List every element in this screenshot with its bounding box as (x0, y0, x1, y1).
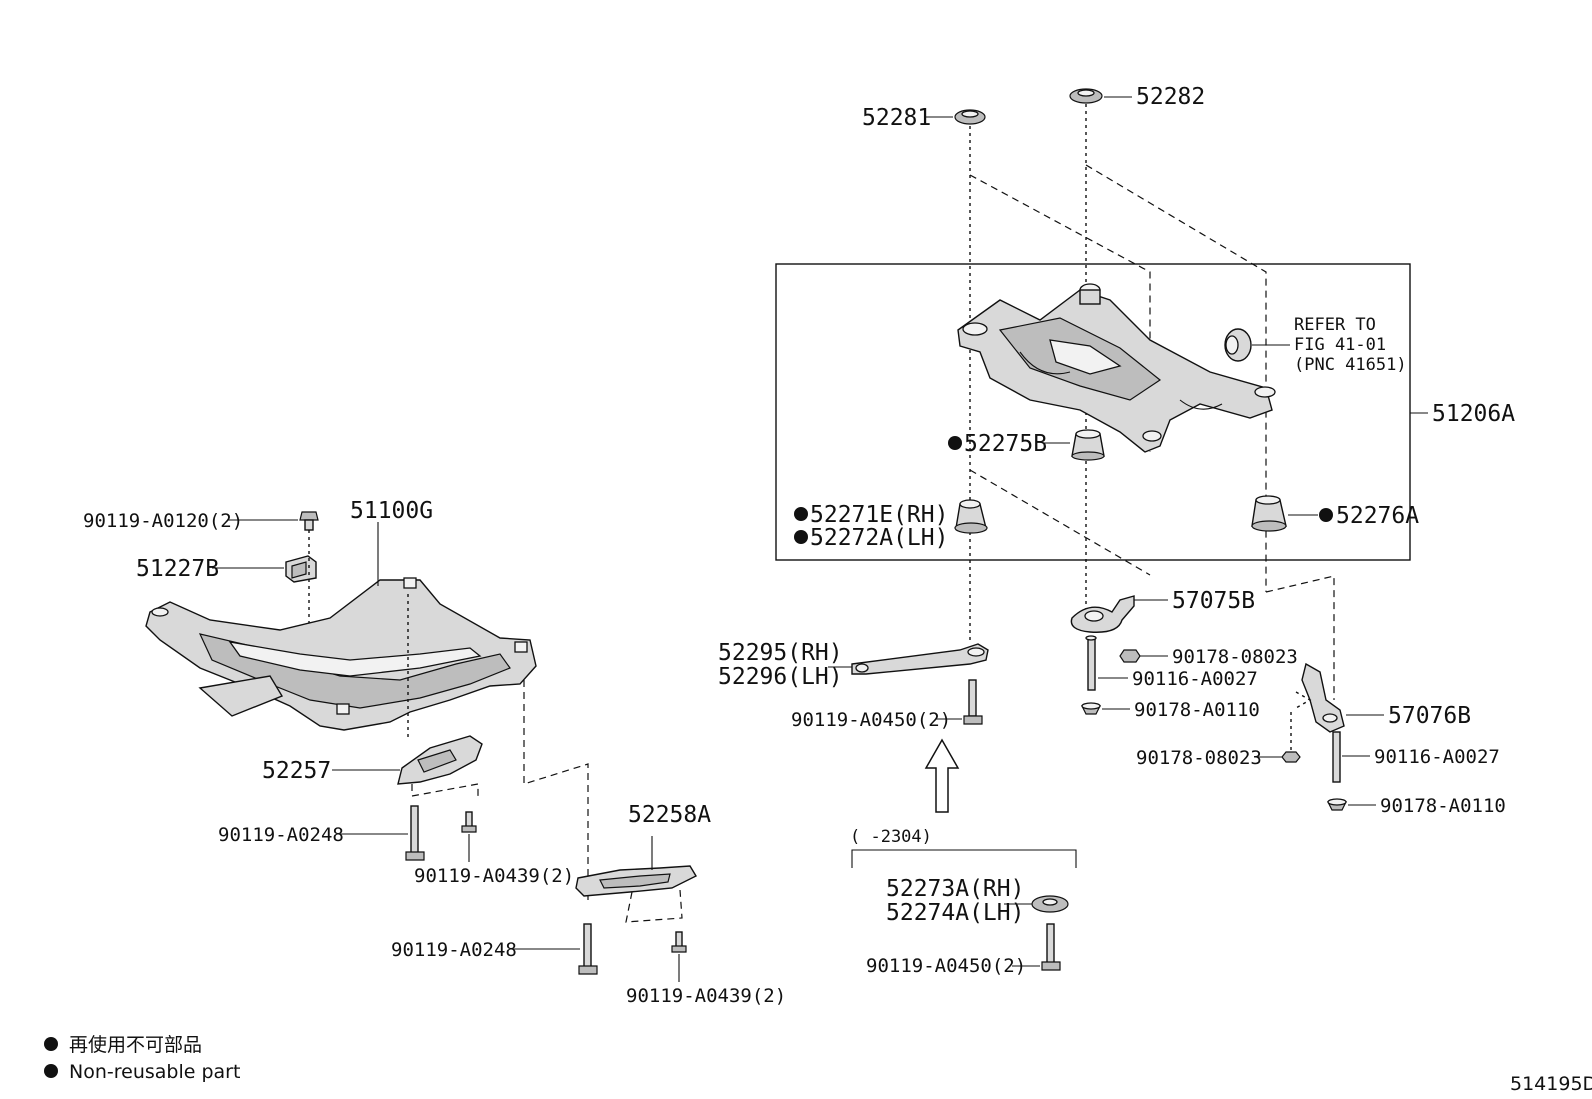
label-90178-08023-a: 90178-08023 (1172, 646, 1298, 668)
label-90119-A0120: 90119-A0120(2) (83, 510, 243, 532)
bracket-51227B[interactable] (285, 555, 317, 583)
label-90119-A0248-a: 90119-A0248 (218, 824, 344, 846)
bracket-57075B[interactable] (1070, 595, 1135, 633)
bolt-90116-A0027-a[interactable] (1085, 635, 1097, 691)
label-90119-A0248-b: 90119-A0248 (391, 939, 517, 961)
bracket-52258A[interactable] (575, 865, 697, 897)
label-51227B: 51227B (136, 556, 219, 582)
bolt-90119-A0439-a[interactable] (461, 811, 477, 833)
label-52257: 52257 (262, 758, 331, 784)
nonreusable-dot-52272A (794, 530, 808, 544)
rear-suspension-member-51206A[interactable] (957, 283, 1276, 453)
label-52274A: 52274A(LH) (886, 900, 1024, 926)
nut-90178-08023-a[interactable] (1119, 649, 1141, 663)
label-90119-A0439-a: 90119-A0439(2) (414, 865, 574, 887)
label-52295: 52295(RH) (718, 640, 843, 666)
label-90119-A0450-b: 90119-A0450(2) (866, 955, 1026, 977)
label-90178-08023-b: 90178-08023 (1136, 747, 1262, 769)
label-90178-A0110-a: 90178-A0110 (1134, 699, 1260, 721)
front-crossmember-51100G[interactable] (145, 577, 537, 731)
label-52273A: 52273A(RH) (886, 876, 1024, 902)
label-52275B: 52275B (964, 431, 1047, 457)
bolt-90119-A0120[interactable] (299, 511, 319, 531)
stopper-52282[interactable] (1069, 88, 1103, 104)
label-90178-A0110-b: 90178-A0110 (1380, 795, 1506, 817)
bolt-90119-A0248-b[interactable] (578, 923, 598, 975)
label-range: ( -2304) (850, 827, 932, 847)
label-51206A: 51206A (1432, 401, 1515, 427)
label-52272A: 52272A(LH) (810, 525, 948, 551)
nut-90178-A0110-b[interactable] (1327, 798, 1347, 811)
bolt-90119-A0450-b[interactable] (1041, 923, 1061, 971)
assembly-box-51206A (775, 263, 1411, 561)
nonreusable-dot-52276A (1319, 508, 1333, 522)
stopper-52281[interactable] (954, 109, 986, 125)
label-52271E: 52271E(RH) (810, 502, 948, 528)
label-52258A: 52258A (628, 802, 711, 828)
legend-line-1: 再使用不可部品 (69, 1034, 202, 1056)
bolt-90116-A0027-b[interactable] (1332, 731, 1341, 783)
direction-arrow-icon (924, 738, 960, 813)
nonreusable-dot-52275B (948, 436, 962, 450)
bushing-refer[interactable] (1224, 328, 1252, 362)
brace-52257[interactable] (397, 735, 483, 785)
bushing-52271E[interactable] (954, 499, 988, 534)
label-57075B: 57075B (1172, 588, 1255, 614)
label-52282: 52282 (1136, 84, 1205, 110)
bolt-90119-A0450-a[interactable] (963, 679, 983, 725)
label-90119-A0450-a: 90119-A0450(2) (791, 709, 951, 731)
figure-id: 514195D (1510, 1073, 1592, 1095)
bushing-52276A[interactable] (1251, 495, 1287, 532)
label-57076B: 57076B (1388, 703, 1471, 729)
bolt-90119-A0439-b[interactable] (671, 931, 687, 953)
bolt-90119-A0248-a[interactable] (405, 805, 425, 861)
bushing-52275B[interactable] (1071, 429, 1105, 461)
legend-dot-2 (44, 1064, 58, 1078)
refer-line-1: REFER TO (1294, 315, 1376, 335)
refer-line-3: (PNC 41651) (1294, 355, 1407, 375)
legend-line-2: Non-reusable part (69, 1061, 240, 1083)
legend-dot-1 (44, 1037, 58, 1051)
nut-90178-08023-b[interactable] (1281, 751, 1301, 763)
refer-line-2: FIG 41-01 (1294, 335, 1386, 355)
washer-52273A[interactable] (1031, 895, 1069, 913)
bracket-57076B[interactable] (1301, 662, 1345, 733)
label-90116-A0027-a: 90116-A0027 (1132, 668, 1258, 690)
label-90119-A0439-b: 90119-A0439(2) (626, 985, 786, 1007)
label-52296: 52296(LH) (718, 664, 843, 690)
label-51100G: 51100G (350, 498, 433, 524)
nut-90178-A0110-a[interactable] (1081, 702, 1101, 715)
label-90116-A0027-b: 90116-A0027 (1374, 746, 1500, 768)
rod-52295[interactable] (851, 643, 989, 675)
nonreusable-dot-52271E (794, 507, 808, 521)
label-52276A: 52276A (1336, 503, 1419, 529)
label-52281: 52281 (862, 105, 931, 131)
